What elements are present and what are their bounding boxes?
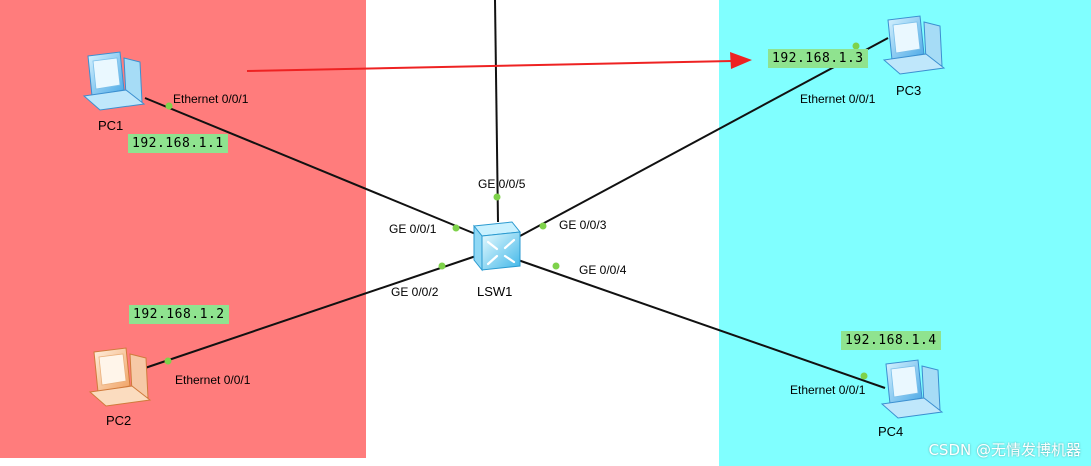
lsw1-ge4-label: GE 0/0/4 <box>579 263 627 277</box>
pc3-ip-tag: 192.168.1.3 <box>768 49 868 68</box>
port-dot-lsw1-ge5 <box>493 193 501 201</box>
pc4-ip-tag: 192.168.1.4 <box>841 331 941 350</box>
pc2-icon[interactable] <box>88 347 152 407</box>
flow-arrow-head <box>730 52 752 69</box>
link-pc2-lsw1 <box>144 255 477 369</box>
pc3-port-label: Ethernet 0/0/1 <box>800 92 876 106</box>
lsw1-ge3-label: GE 0/0/3 <box>559 218 607 232</box>
port-dot-pc3 <box>852 42 860 50</box>
port-dot-pc4 <box>860 372 868 380</box>
lsw1-ge2-label: GE 0/0/2 <box>391 285 439 299</box>
link-pc1-lsw1 <box>144 97 479 236</box>
left-zone-background <box>0 0 366 458</box>
port-dot-lsw1-ge4 <box>552 262 560 270</box>
port-dot-lsw1-ge2 <box>438 262 446 270</box>
link-pc4-lsw1 <box>517 259 886 389</box>
watermark: CSDN @无情发博机器 <box>928 441 1081 459</box>
pc2-port-label: Ethernet 0/0/1 <box>175 373 251 387</box>
pc3-icon[interactable] <box>882 15 946 75</box>
switch-icon[interactable] <box>473 221 521 272</box>
pc3-label: PC3 <box>896 83 921 98</box>
port-dot-lsw1-ge1 <box>452 224 460 232</box>
pc1-ip-tag: 192.168.1.1 <box>128 134 228 153</box>
port-dot-pc2 <box>164 357 172 365</box>
pc2-ip-tag: 192.168.1.2 <box>129 305 229 324</box>
pc4-label: PC4 <box>878 424 903 439</box>
pc2-label: PC2 <box>106 413 131 428</box>
port-dot-lsw1-ge3 <box>539 222 547 230</box>
pc1-icon[interactable] <box>82 51 146 111</box>
pc1-label: PC1 <box>98 118 123 133</box>
link-uplink <box>494 0 499 223</box>
flow-arrow-line <box>246 60 733 72</box>
port-dot-pc1 <box>165 102 173 110</box>
lsw1-ge1-label: GE 0/0/1 <box>389 222 437 236</box>
lsw1-ge5-label: GE 0/0/5 <box>478 177 526 191</box>
pc4-port-label: Ethernet 0/0/1 <box>790 383 866 397</box>
pc4-icon[interactable] <box>880 359 944 419</box>
switch-label: LSW1 <box>477 284 512 299</box>
pc1-port-label: Ethernet 0/0/1 <box>173 92 249 106</box>
link-pc3-lsw1 <box>519 37 889 237</box>
